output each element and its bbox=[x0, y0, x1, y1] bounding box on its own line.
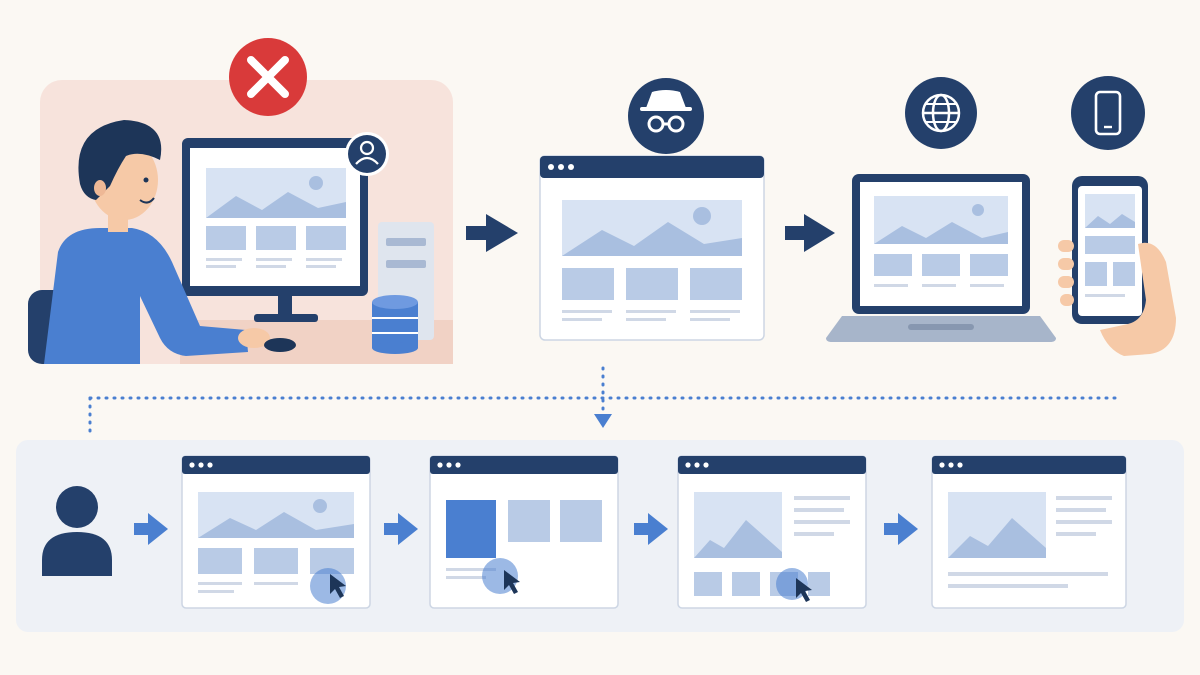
journey-step-detail-page bbox=[931, 455, 1127, 609]
desktop-monitor bbox=[182, 138, 368, 322]
developer-person bbox=[44, 120, 296, 364]
user-journey-panel bbox=[16, 440, 1184, 632]
journey-step-category-page bbox=[429, 455, 619, 609]
browser-window bbox=[539, 155, 765, 341]
smartphone-icon bbox=[1071, 76, 1145, 150]
flow-arrow-1 bbox=[466, 214, 518, 252]
developer-workspace bbox=[28, 38, 453, 364]
cursor-icon bbox=[504, 570, 520, 594]
smartphone bbox=[1058, 176, 1176, 356]
journey-arrow-1 bbox=[134, 513, 168, 545]
journey-step-product-page bbox=[677, 455, 867, 609]
globe-icon bbox=[905, 77, 977, 149]
laptop bbox=[826, 174, 1056, 342]
error-close-icon bbox=[229, 38, 307, 116]
visitor-user-icon bbox=[42, 486, 112, 576]
journey-arrow-2 bbox=[384, 513, 418, 545]
incognito-icon bbox=[628, 78, 704, 154]
dotted-connector bbox=[88, 366, 1120, 434]
journey-step-home-page bbox=[181, 455, 371, 609]
journey-arrow-3 bbox=[634, 513, 668, 545]
cursor-icon bbox=[330, 574, 346, 598]
journey-arrow-4 bbox=[884, 513, 918, 545]
database-icon bbox=[372, 295, 418, 354]
cursor-icon bbox=[796, 578, 812, 602]
user-badge-icon bbox=[345, 132, 389, 176]
connector-arrowhead bbox=[594, 414, 612, 428]
flow-arrow-2 bbox=[785, 214, 835, 252]
